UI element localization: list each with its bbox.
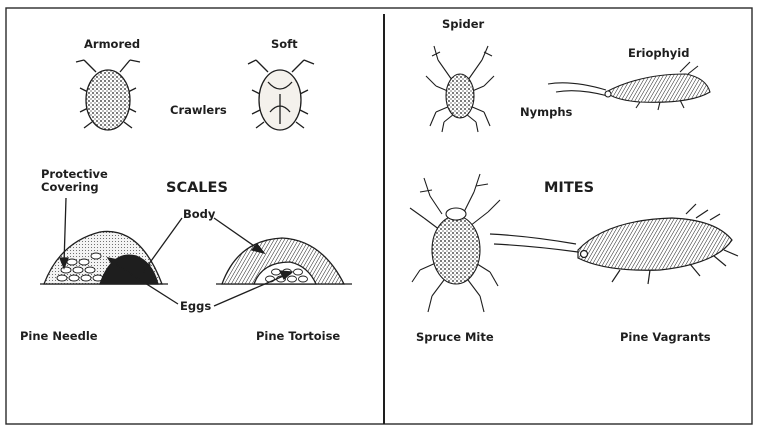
soft-crawler-drawing xyxy=(248,60,314,130)
eriophyid-nymph-drawing xyxy=(548,62,710,110)
pine-vagrants-label: Pine Vagrants xyxy=(620,331,711,344)
figure-border xyxy=(6,8,752,424)
spruce-mite-drawing xyxy=(410,174,500,312)
pine-tortoise-label: Pine Tortoise xyxy=(256,330,340,343)
armored-crawler-drawing xyxy=(76,60,140,130)
spider-label: Spider xyxy=(442,18,484,31)
nymphs-label: Nymphs xyxy=(520,106,572,119)
eriophyid-label: Eriophyid xyxy=(628,47,689,60)
pine-needle-label: Pine Needle xyxy=(20,330,98,343)
eggs-label: Eggs xyxy=(180,300,211,313)
pine-vagrant-drawing xyxy=(490,204,738,284)
soft-label: Soft xyxy=(271,38,298,51)
crawlers-label: Crawlers xyxy=(170,104,227,117)
spider-mite-nymph-drawing xyxy=(426,46,494,132)
mites-title: MITES xyxy=(544,180,594,196)
armored-label: Armored xyxy=(84,38,140,51)
protective-covering-label: Protective Covering xyxy=(41,168,108,194)
scales-title: SCALES xyxy=(166,180,228,196)
spruce-mite-label: Spruce Mite xyxy=(416,331,494,344)
body-label: Body xyxy=(183,208,215,221)
